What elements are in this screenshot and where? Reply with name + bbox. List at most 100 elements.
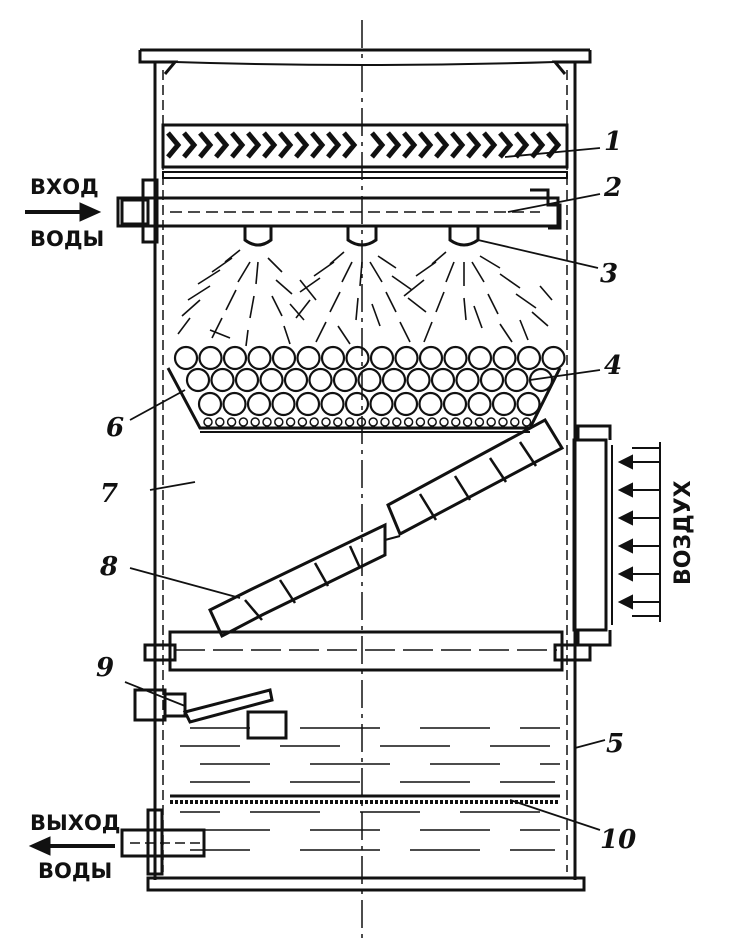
packing-ball [295, 391, 321, 417]
water-out-label-line2: ВОДЫ [38, 859, 112, 883]
packing-ball [393, 391, 419, 417]
packing-ball [369, 391, 394, 417]
packing-ball [467, 391, 492, 417]
callout-5: 5 [606, 729, 624, 759]
packing-ball [442, 391, 468, 417]
water-in-arrow [25, 202, 102, 222]
packing-ball [418, 345, 444, 371]
tray-hole [521, 417, 532, 427]
tray-hole [380, 417, 390, 427]
tray-hole [462, 417, 473, 427]
packing-ball [516, 345, 542, 371]
tray-hole [368, 417, 378, 427]
water-out-arrow [28, 836, 115, 856]
callout-10: 10 [600, 825, 636, 855]
packing-ball [418, 391, 443, 417]
packing-ball [491, 391, 517, 417]
packing-ball [296, 345, 321, 371]
packing-ball [406, 367, 431, 393]
packing-ball [173, 345, 199, 371]
packing-ball [357, 367, 382, 393]
packing-tray [166, 367, 562, 433]
float-valve [133, 688, 288, 740]
callout-3: 3 [600, 259, 618, 289]
tray-hole [285, 417, 296, 427]
packing-ball [246, 391, 272, 417]
packing-ball [516, 391, 541, 417]
packing-ball [271, 391, 296, 417]
packing-ball [394, 345, 419, 371]
packing-ball [320, 391, 345, 417]
tray-hole [344, 417, 355, 427]
packing-ball [320, 345, 346, 371]
air-arrows [617, 442, 661, 622]
distributor-pipe [116, 178, 562, 244]
packing-ball [234, 367, 260, 393]
water-spray [177, 249, 553, 347]
packing-ball [210, 367, 235, 393]
callout-2: 2 [603, 173, 622, 203]
tray-hole [427, 417, 437, 427]
tray-hole [356, 417, 367, 427]
tray-hole [392, 417, 402, 427]
packing-ball [197, 391, 223, 417]
tray-hole [238, 417, 249, 427]
air-label: ВОЗДУХ [671, 480, 696, 585]
callout-9: 9 [96, 653, 114, 683]
bottom-screen [170, 794, 560, 804]
packing-ball [541, 345, 566, 371]
packing-ball [479, 367, 505, 393]
ball-packing [173, 345, 566, 427]
tray-hole [333, 417, 343, 427]
inlet-pipe [120, 198, 150, 226]
packing-ball [430, 367, 456, 393]
packing-ball [443, 345, 468, 371]
tray-hole [274, 417, 284, 427]
tray-hole [297, 417, 308, 427]
packing-ball [455, 367, 480, 393]
inclined-separator [208, 418, 565, 639]
tray-hole [415, 417, 426, 427]
callout-1: 1 [604, 127, 622, 157]
packing-ball [198, 345, 223, 371]
tray-hole [403, 417, 414, 427]
packing-ball [504, 367, 529, 393]
tray-hole [250, 417, 260, 427]
tray-hole [510, 417, 520, 427]
tray-hole [321, 417, 331, 427]
tray-hole [498, 417, 508, 427]
callout-7: 7 [100, 479, 118, 509]
packing-ball [332, 367, 358, 393]
packing-ball [345, 345, 370, 371]
tray-hole [309, 417, 319, 427]
packing-ball [308, 367, 333, 393]
packing-ball [259, 367, 284, 393]
packing-ball [283, 367, 309, 393]
callout-4: 4 [604, 351, 622, 381]
packing-ball [185, 367, 211, 393]
eliminator-block [161, 123, 569, 179]
packing-ball [344, 391, 370, 417]
water-basin [168, 630, 564, 851]
tray-hole [262, 417, 272, 427]
callout-8: 8 [99, 552, 118, 582]
water-in-label-line1: ВХОД [30, 175, 99, 199]
packing-ball [492, 345, 517, 371]
packing-ball [271, 345, 297, 371]
water-out-label-line1: ВЫХОД [30, 811, 121, 835]
tray-hole [474, 417, 485, 427]
callout-leaders [124, 147, 606, 831]
callout-6: 6 [106, 413, 124, 443]
packing-ball [222, 345, 248, 371]
air-inlet [572, 424, 613, 647]
outlet-pipe [120, 808, 206, 876]
tray-hole [486, 417, 496, 427]
packing-ball [369, 345, 395, 371]
nozzles [243, 224, 480, 247]
tray-hole [203, 417, 213, 427]
tray-hole [439, 417, 449, 427]
packing-ball [381, 367, 407, 393]
tray-hole [215, 417, 225, 427]
packing-ball [247, 345, 272, 371]
